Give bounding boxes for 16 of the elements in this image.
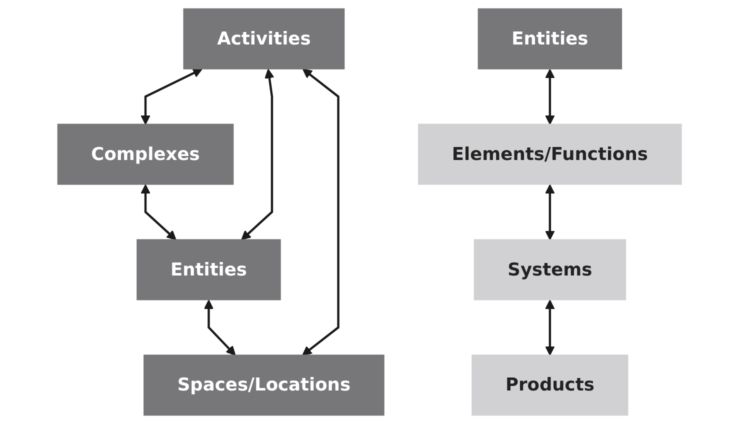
arrow	[302, 68, 340, 356]
node-box: Systems	[474, 239, 626, 300]
node-box: Products	[472, 354, 629, 416]
arrow	[545, 300, 556, 356]
node-box: Elements/Functions	[418, 124, 682, 185]
arrow	[141, 68, 203, 125]
node-box: Activities	[184, 8, 346, 70]
arrow	[242, 68, 275, 240]
arrow	[545, 68, 556, 125]
arrow	[545, 184, 556, 240]
node-box: Spaces/Locations	[144, 354, 385, 416]
node-box: Complexes	[58, 124, 234, 185]
node-box: Entities	[137, 239, 282, 300]
node-box: Entities	[478, 8, 622, 70]
arrow	[141, 184, 177, 240]
arrow	[204, 300, 236, 356]
